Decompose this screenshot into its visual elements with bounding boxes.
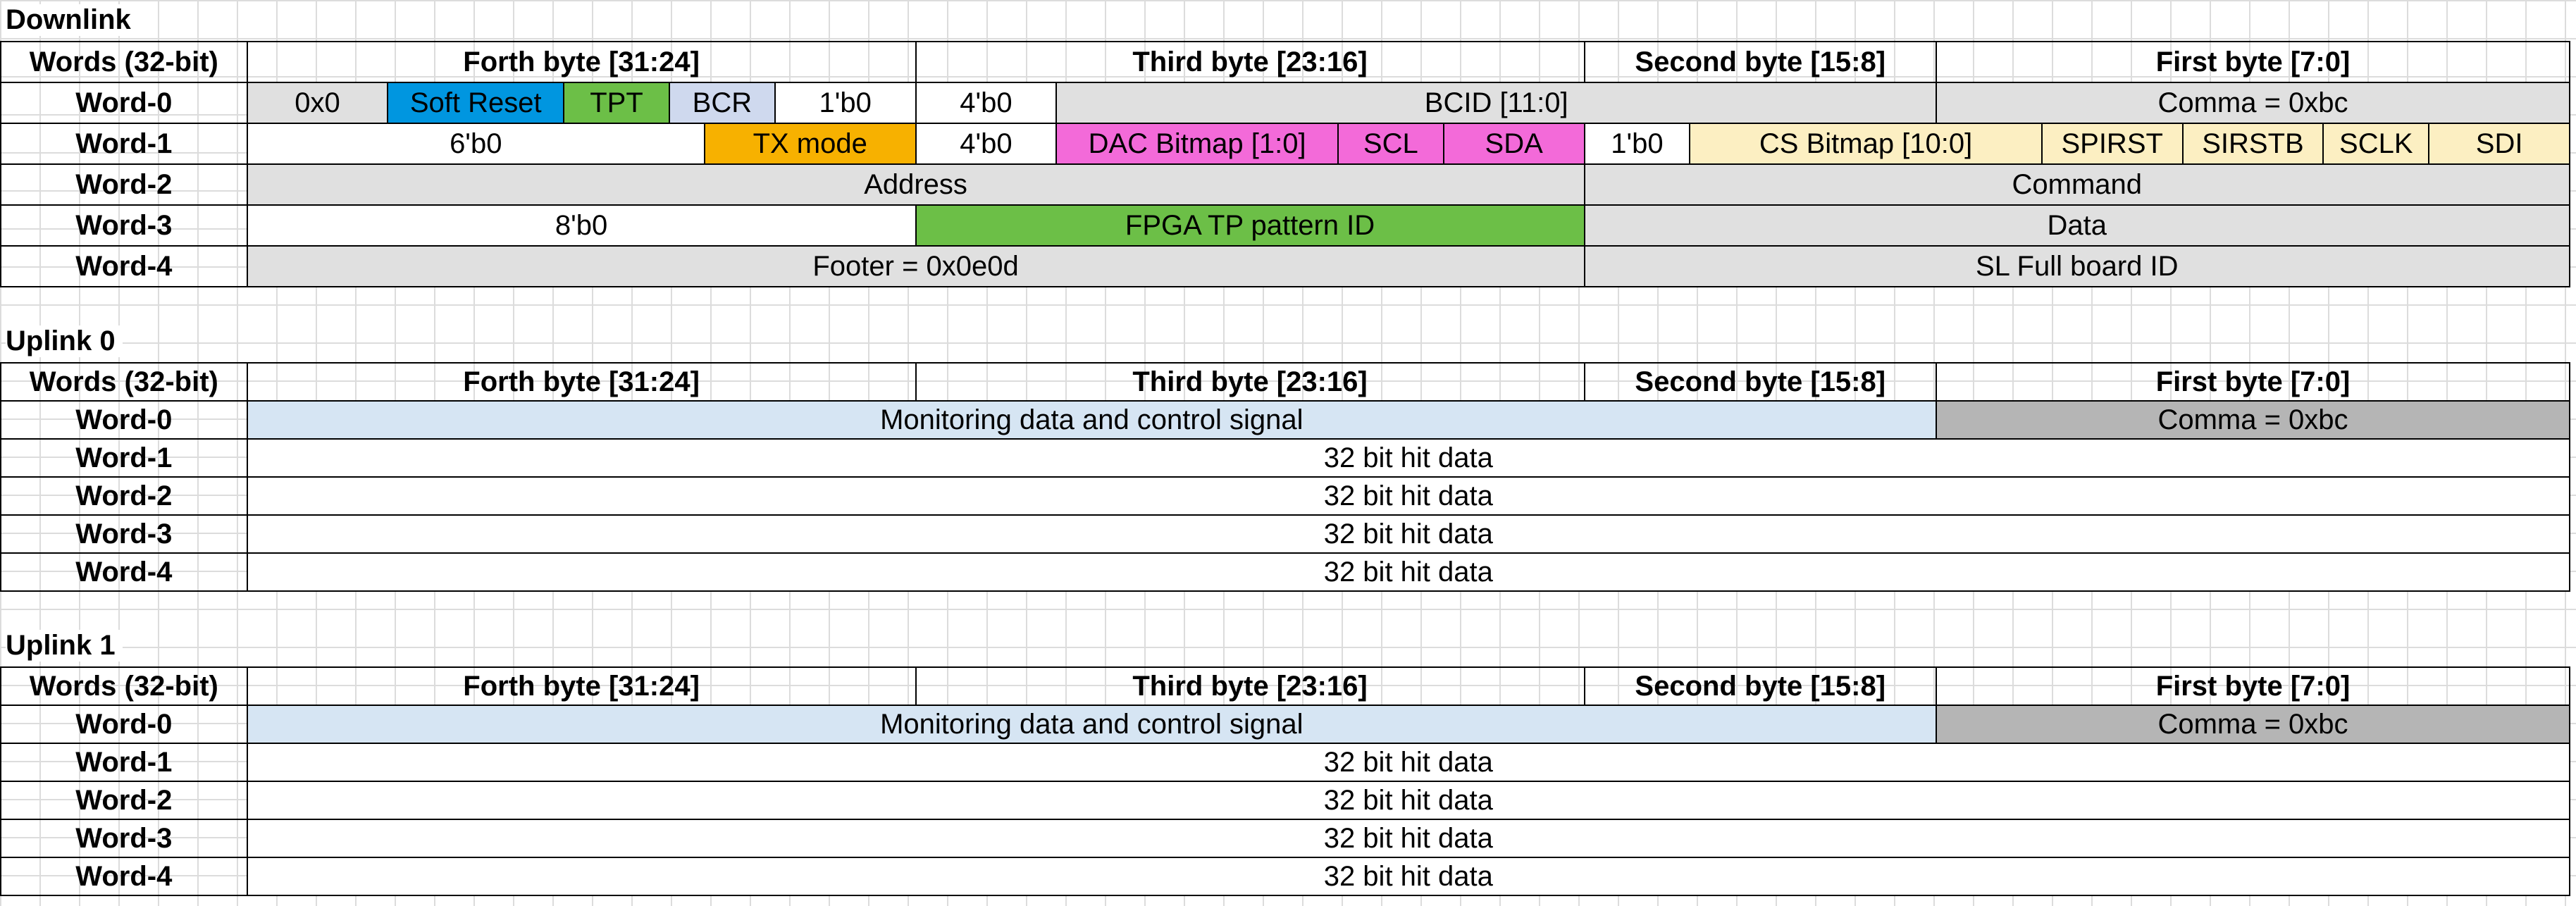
downlink-table: Words (32-bit) Forth byte [31:24] Third … (0, 41, 2570, 287)
row-label: Word-0 (1, 402, 248, 440)
header-forth-byte: Forth byte [31:24] (247, 364, 917, 402)
row-label: Word-2 (1, 782, 248, 820)
header-words: Words (32-bit) (1, 42, 248, 83)
field-6b0: 6'b0 (247, 124, 705, 165)
field-hit-data: 32 bit hit data (247, 744, 2570, 782)
field-tx-mode: TX mode (705, 124, 917, 165)
field-comma: Comma = 0xbc (1936, 402, 2570, 440)
field-hit-data: 32 bit hit data (247, 554, 2570, 592)
field-cs-bitmap: CS Bitmap [10:0] (1690, 124, 2043, 165)
row-label: Word-0 (1, 83, 248, 124)
row-label: Word-1 (1, 124, 248, 165)
field-command: Command (1585, 165, 2570, 206)
header-second-byte: Second byte [15:8] (1585, 364, 1937, 402)
field-1b0: 1'b0 (1585, 124, 1691, 165)
header-forth-byte: Forth byte [31:24] (247, 668, 917, 706)
field-0x0: 0x0 (247, 83, 389, 124)
row-label: Word-4 (1, 247, 248, 287)
field-comma: Comma = 0xbc (1936, 83, 2570, 124)
header-first-byte: First byte [7:0] (1936, 668, 2570, 706)
row-label: Word-3 (1, 206, 248, 247)
header-forth-byte: Forth byte [31:24] (247, 42, 917, 83)
uplink0-table: Words (32-bit) Forth byte [31:24] Third … (0, 362, 2570, 592)
field-bcid: BCID [11:0] (1057, 83, 1937, 124)
field-bcr: BCR (669, 83, 776, 124)
header-third-byte: Third byte [23:16] (916, 42, 1585, 83)
field-soft-reset: Soft Reset (388, 83, 565, 124)
field-sdi: SDI (2429, 124, 2570, 165)
uplink0-title: Uplink 0 (6, 325, 123, 357)
field-8b0: 8'b0 (247, 206, 917, 247)
header-first-byte: First byte [7:0] (1936, 364, 2570, 402)
field-hit-data: 32 bit hit data (247, 858, 2570, 896)
row-label: Word-1 (1, 744, 248, 782)
row-label: Word-2 (1, 165, 248, 206)
field-sda: SDA (1444, 124, 1585, 165)
field-monitoring: Monitoring data and control signal (247, 706, 1937, 744)
field-tpt: TPT (564, 83, 670, 124)
header-first-byte: First byte [7:0] (1936, 42, 2570, 83)
field-fpga-tp-pattern-id: FPGA TP pattern ID (916, 206, 1585, 247)
field-sirstb: SIRSTB (2183, 124, 2324, 165)
field-data: Data (1585, 206, 2570, 247)
row-label: Word-4 (1, 858, 248, 896)
field-monitoring: Monitoring data and control signal (247, 402, 1937, 440)
field-comma: Comma = 0xbc (1936, 706, 2570, 744)
field-hit-data: 32 bit hit data (247, 516, 2570, 554)
header-words: Words (32-bit) (1, 364, 248, 402)
row-label: Word-4 (1, 554, 248, 592)
header-second-byte: Second byte [15:8] (1585, 42, 1937, 83)
header-third-byte: Third byte [23:16] (916, 668, 1585, 706)
field-hit-data: 32 bit hit data (247, 820, 2570, 858)
field-4b0: 4'b0 (916, 124, 1058, 165)
field-hit-data: 32 bit hit data (247, 782, 2570, 820)
field-footer: Footer = 0x0e0d (247, 247, 1585, 287)
row-label: Word-3 (1, 820, 248, 858)
uplink1-table: Words (32-bit) Forth byte [31:24] Third … (0, 666, 2570, 896)
row-label: Word-0 (1, 706, 248, 744)
field-scl: SCL (1338, 124, 1444, 165)
downlink-title: Downlink (6, 4, 138, 36)
field-spirst: SPIRST (2042, 124, 2184, 165)
field-1b0: 1'b0 (775, 83, 917, 124)
field-hit-data: 32 bit hit data (247, 478, 2570, 516)
row-label: Word-3 (1, 516, 248, 554)
field-sclk: SCLK (2324, 124, 2430, 165)
uplink1-title: Uplink 1 (6, 630, 123, 662)
field-sl-full-board-id: SL Full board ID (1585, 247, 2570, 287)
header-second-byte: Second byte [15:8] (1585, 668, 1937, 706)
row-label: Word-2 (1, 478, 248, 516)
row-label: Word-1 (1, 440, 248, 478)
field-dac-bitmap: DAC Bitmap [1:0] (1057, 124, 1339, 165)
header-third-byte: Third byte [23:16] (916, 364, 1585, 402)
header-words: Words (32-bit) (1, 668, 248, 706)
field-hit-data: 32 bit hit data (247, 440, 2570, 478)
field-4b0: 4'b0 (916, 83, 1058, 124)
field-address: Address (247, 165, 1585, 206)
